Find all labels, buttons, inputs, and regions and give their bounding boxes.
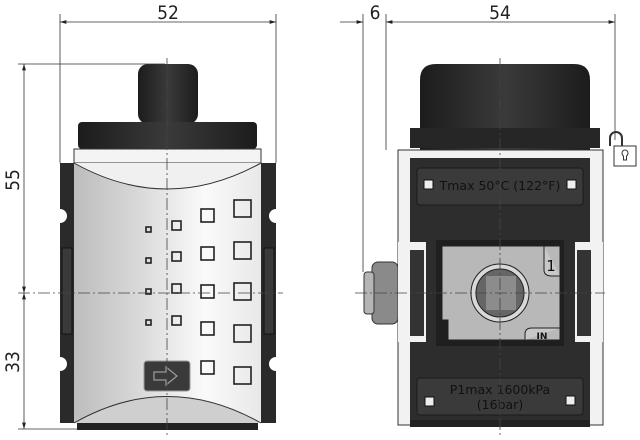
cap [78,122,257,149]
arrow-right-icon [143,360,191,392]
side-view: Tmax 50°C (122°F) 1 IN P1max 1600kPa (16… [340,2,637,436]
bottom-plate [77,423,258,430]
dim-side-width: 54 [489,2,511,24]
vent-squares [145,199,252,385]
cap-band [73,148,262,164]
padlock-icon [609,131,637,167]
front-view: 52 55 33 [2,2,283,436]
port-in-label: IN [537,332,548,342]
temperature-label: Tmax 50°C (122°F) [439,178,561,193]
dim-height-lower: 33 [2,351,24,373]
dim-height-upper: 55 [2,169,24,191]
port-number: 1 [546,257,556,275]
knob [138,64,198,124]
dim-front-width: 52 [157,2,179,24]
dim-side-offset: 6 [370,2,381,24]
